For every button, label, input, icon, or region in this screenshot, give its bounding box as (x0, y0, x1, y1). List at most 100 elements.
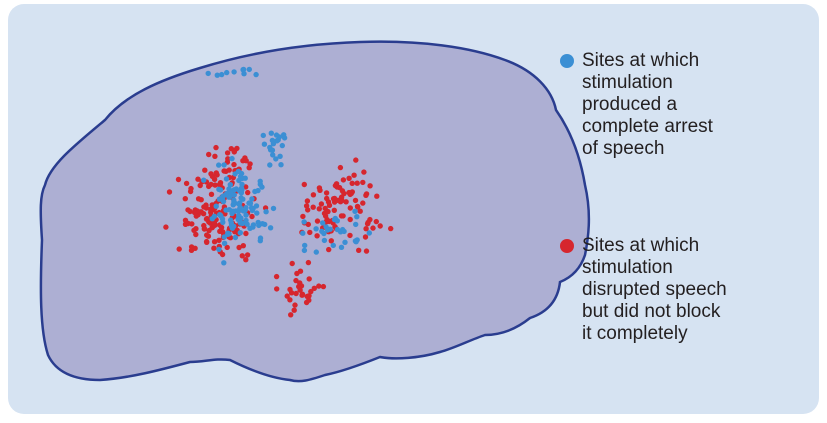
blue-site-dot (321, 230, 327, 237)
red-site-dot (311, 285, 317, 291)
blue-site-dot (223, 176, 230, 182)
blue-site-dot (216, 246, 222, 253)
red-site-dot (240, 243, 246, 249)
red-site-dot (182, 196, 188, 202)
blue-site-dot (221, 260, 227, 266)
red-site-dot (362, 234, 369, 240)
blue-site-dot (201, 177, 207, 183)
blue-site-dot (244, 221, 250, 227)
legend-label-disrupted: Sites at which stimulation disrupted spe… (582, 235, 727, 344)
red-site-dot (296, 283, 302, 290)
red-site-dot (338, 213, 345, 219)
blue-site-dot (302, 242, 308, 249)
red-site-dot (284, 293, 290, 299)
blue-site-dot (278, 162, 284, 168)
red-site-dot (208, 171, 214, 177)
red-site-dot (228, 146, 234, 152)
blue-site-dot (235, 216, 241, 222)
red-site-dot (310, 192, 317, 198)
blue-site-dot (354, 214, 360, 220)
red-site-dot (163, 224, 169, 230)
blue-site-dot (274, 138, 280, 144)
red-site-dot (208, 181, 214, 188)
blue-site-dot (353, 239, 359, 245)
blue-site-dot (263, 209, 269, 215)
blue-site-dot (321, 237, 328, 244)
blue-site-dot (238, 190, 245, 196)
blue-site-dot (281, 135, 288, 141)
red-site-dot (185, 207, 191, 213)
red-site-dot (377, 223, 383, 229)
red-site-dot (354, 203, 361, 210)
blue-site-dot (352, 208, 358, 214)
red-site-dot (347, 216, 353, 223)
red-site-dot (335, 197, 341, 203)
blue-site-dot (253, 203, 260, 209)
blue-site-dot (338, 244, 345, 250)
red-site-dot (182, 217, 189, 223)
blue-site-dot (320, 220, 326, 226)
red-site-dot (206, 219, 212, 225)
blue-site-dot (261, 141, 268, 147)
red-site-dot (224, 150, 231, 156)
blue-site-dot (252, 188, 258, 195)
blue-site-dot (229, 210, 235, 217)
red-site-dot (347, 232, 353, 239)
red-site-dot (365, 219, 371, 226)
red-site-dot (310, 204, 316, 210)
blue-site-dot (236, 177, 242, 184)
red-site-dot (239, 253, 245, 259)
blue-site-dot (243, 212, 249, 218)
red-site-dot (203, 202, 209, 208)
stimulation-sites (163, 66, 394, 318)
red-site-dot (343, 199, 349, 205)
blue-site-dot (260, 132, 266, 139)
blue-site-dot (232, 234, 239, 241)
red-dot-icon (560, 239, 574, 253)
blue-site-dot (259, 184, 265, 190)
red-site-dot (353, 157, 359, 163)
blue-site-dot (313, 226, 319, 232)
blue-site-dot (221, 162, 227, 168)
blue-site-dot (219, 216, 226, 222)
legend-item-disrupted: Sites at which stimulation disrupted spe… (560, 235, 820, 345)
blue-site-dot (273, 132, 280, 138)
red-site-dot (361, 169, 367, 175)
blue-site-dot (231, 223, 237, 229)
red-site-dot (307, 229, 313, 236)
red-site-dot (357, 208, 363, 214)
blue-site-dot (268, 130, 274, 136)
blue-site-dot (269, 137, 276, 144)
red-site-dot (200, 211, 207, 217)
blue-site-dot (253, 71, 259, 78)
red-site-dot (297, 268, 304, 274)
blue-site-dot (279, 142, 285, 149)
red-site-dot (175, 176, 182, 183)
red-site-dot (205, 233, 212, 239)
blue-site-dot (220, 197, 226, 203)
red-site-dot (339, 188, 346, 194)
red-site-dot (182, 221, 189, 227)
red-site-dot (360, 179, 366, 186)
blue-site-dot (366, 230, 372, 236)
legend-item-arrest: Sites at which stimulation produced a co… (560, 50, 820, 160)
red-site-dot (326, 202, 333, 208)
blue-site-dot (300, 230, 306, 236)
blue-site-dot (273, 156, 279, 162)
red-site-dot (183, 180, 190, 187)
blue-site-dot (301, 219, 307, 225)
red-site-dot (334, 184, 340, 190)
red-site-dot (291, 307, 297, 313)
red-site-dot (176, 246, 182, 252)
blue-site-dot (254, 210, 260, 216)
red-site-dot (191, 227, 197, 233)
red-site-dot (352, 197, 359, 204)
red-site-dot (240, 158, 246, 164)
blue-site-dot (240, 196, 246, 202)
red-site-dot (308, 288, 314, 295)
blue-site-dot (301, 247, 308, 254)
blue-site-dot (259, 221, 266, 227)
red-site-dot (226, 167, 232, 173)
brain-outline (39, 40, 591, 383)
